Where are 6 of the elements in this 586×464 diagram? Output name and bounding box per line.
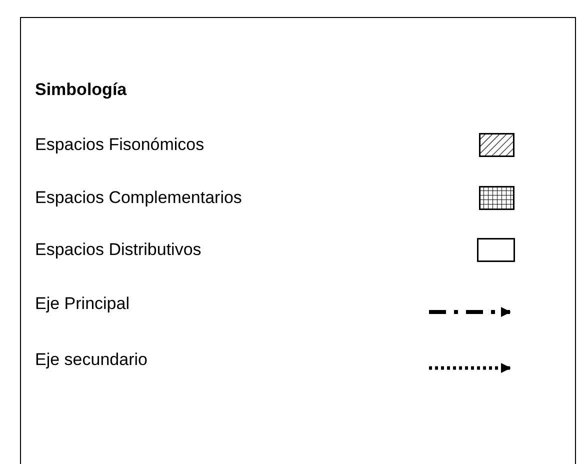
legend-label: Eje secundario	[35, 350, 148, 370]
legend-label: Eje Principal	[35, 294, 130, 314]
legend-label: Espacios Complementarios	[35, 188, 242, 208]
legend-heading: Simbología	[35, 80, 127, 100]
legend-label: Espacios Fisonómicos	[35, 135, 204, 155]
legend-label: Espacios Distributivos	[35, 240, 202, 260]
